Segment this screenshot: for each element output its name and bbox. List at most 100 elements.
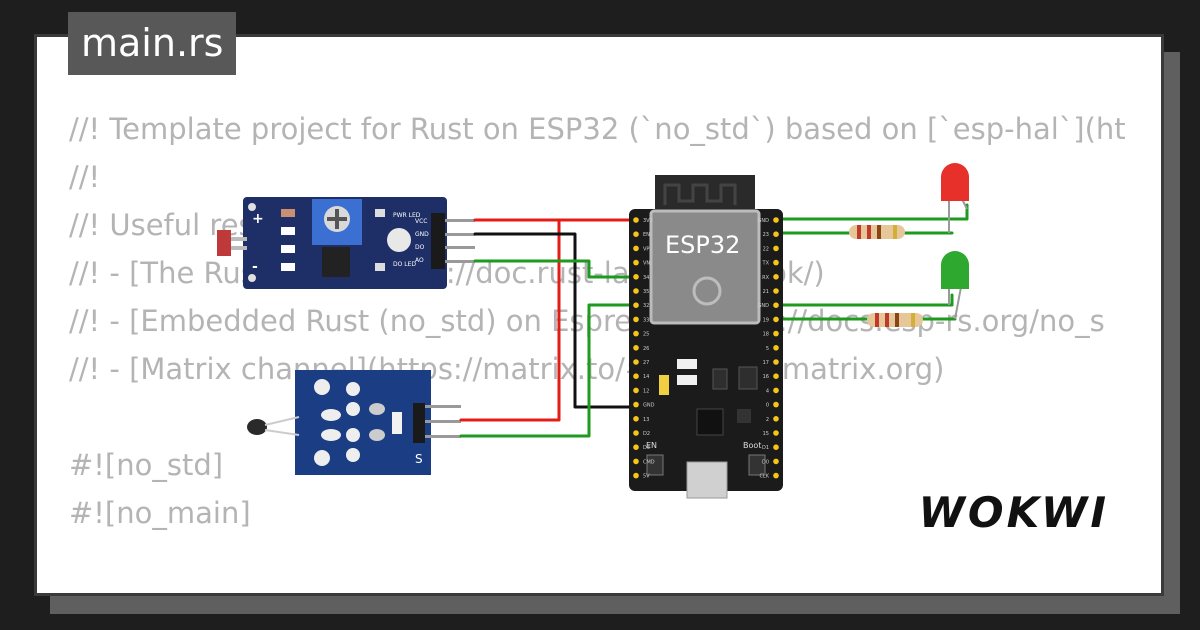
left-pin-label: VP	[643, 246, 649, 252]
usb-port	[686, 461, 728, 499]
right-pin-label: 23	[763, 232, 769, 238]
right-pin-dot[interactable]	[773, 231, 779, 237]
right-pin-label: GND	[758, 218, 770, 224]
left-pin-label: VN	[643, 261, 650, 267]
left-pin-dot[interactable]	[633, 259, 639, 266]
en-button[interactable]	[646, 454, 664, 476]
right-pin-dot[interactable]	[773, 330, 779, 337]
right-pin-dot[interactable]	[773, 245, 779, 252]
editor-card: //! Template project for Rust on ESP32 (…	[34, 34, 1164, 596]
left-pin-dot[interactable]	[633, 330, 639, 337]
right-pin-label: GND	[758, 303, 770, 309]
left-pin-dot[interactable]	[633, 288, 639, 294]
boot-button[interactable]	[748, 454, 766, 476]
left-pin-dot[interactable]	[633, 316, 639, 323]
right-pin-dot[interactable]	[773, 430, 779, 436]
code-line: //! - [Embedded Rust (no_std) on Espress…	[69, 304, 1105, 338]
left-pin-dot[interactable]	[633, 387, 639, 394]
wires	[459, 203, 969, 438]
left-pin-label: GND	[643, 403, 655, 409]
left-pin-header: 3V3ENVPVN343532332526271412GND13D2D3CMD5…	[633, 217, 655, 480]
right-pin-dot[interactable]	[773, 373, 779, 380]
wokwi-logo: WOKWI	[918, 488, 1109, 537]
code-line: //!	[69, 160, 101, 194]
left-pin-dot[interactable]	[633, 274, 639, 280]
left-pin-label: 32	[643, 303, 649, 309]
left-pin-dot[interactable]	[633, 458, 639, 465]
right-pin-label: 19	[763, 317, 769, 323]
resistor-1[interactable]	[849, 225, 905, 239]
right-pin-dot[interactable]	[773, 345, 779, 351]
left-pin-dot[interactable]	[633, 302, 639, 309]
left-pin-dot[interactable]	[633, 359, 639, 365]
left-pin-dot[interactable]	[633, 217, 639, 223]
left-pin-label: 25	[643, 332, 649, 338]
right-pin-label: D1	[762, 445, 769, 451]
left-pin-label: 3V3	[643, 218, 653, 224]
left-pin-dot[interactable]	[633, 231, 639, 237]
left-pin-dot[interactable]	[633, 444, 639, 451]
right-pin-dot[interactable]	[773, 401, 779, 408]
right-pin-dot[interactable]	[773, 217, 779, 223]
right-pin-label: 22	[763, 246, 769, 252]
left-pin-label: 13	[643, 417, 649, 423]
code-line: #![no_std]	[69, 448, 224, 482]
left-pin-dot[interactable]	[633, 245, 639, 252]
left-pin-label: 33	[643, 317, 649, 323]
left-pin-label: EN	[643, 232, 650, 238]
left-pin-dot[interactable]	[633, 472, 639, 479]
code-line: use esp_backtrace as _;	[69, 585, 1137, 593]
left-pin-dot[interactable]	[633, 416, 639, 422]
led-red[interactable]	[941, 163, 969, 233]
right-pin-label: 0	[766, 403, 769, 409]
s-pin-label: S	[415, 452, 423, 466]
left-pin-label: 35	[643, 289, 649, 295]
svg-text:-: -	[252, 259, 258, 275]
circuit-diagram: + - PWR LED DO LED VCC GND DO AO	[217, 163, 969, 499]
right-pin-dot[interactable]	[773, 472, 779, 479]
ldr-sensor-module[interactable]: + - PWR LED DO LED VCC GND DO AO	[217, 197, 475, 289]
right-pin-dot[interactable]	[773, 302, 779, 309]
left-pin-label: 26	[643, 346, 649, 352]
espressif-logo-icon	[692, 276, 722, 306]
left-pin-label: D2	[643, 431, 650, 437]
left-pin-dot[interactable]	[633, 345, 639, 351]
code-line: //! Template project for Rust on ESP32 (…	[69, 112, 1126, 146]
right-pin-label: TX	[762, 261, 770, 267]
left-pin-dot[interactable]	[633, 373, 639, 380]
left-pin-label: 34	[643, 275, 649, 281]
esp32-board[interactable]: ESP32 EN Boot 3V3ENVPVN34353233252627141…	[629, 175, 783, 499]
right-pin-dot[interactable]	[773, 274, 779, 280]
right-pin-label: 16	[763, 374, 769, 380]
left-pin-label: D3	[643, 445, 650, 451]
ldr-pin-do: DO	[415, 244, 425, 251]
left-pin-dot[interactable]	[633, 430, 639, 436]
right-pin-label: 2	[766, 417, 769, 423]
code-line: #![no_main]	[69, 496, 251, 530]
left-pin-label: 5V	[643, 474, 650, 480]
file-tab[interactable]: main.rs	[68, 12, 237, 75]
right-pin-label: CLK	[759, 474, 769, 480]
right-pin-dot[interactable]	[773, 387, 779, 394]
right-pin-dot[interactable]	[773, 444, 779, 451]
left-pin-label: CMD	[643, 459, 655, 465]
right-pin-dot[interactable]	[773, 288, 779, 294]
right-pin-label: 15	[763, 431, 769, 437]
right-pin-dot[interactable]	[773, 316, 779, 323]
right-pin-label: 17	[763, 360, 769, 366]
right-pin-label: 21	[763, 289, 769, 295]
thermistor-module[interactable]: S	[247, 370, 461, 475]
right-pin-dot[interactable]	[773, 416, 779, 422]
left-pin-label: 14	[643, 374, 649, 380]
right-pin-dot[interactable]	[773, 259, 779, 266]
right-pin-dot[interactable]	[773, 458, 779, 465]
pwr-led-label: PWR LED	[393, 212, 421, 219]
en-label: EN	[646, 441, 657, 450]
boot-label: Boot	[743, 441, 761, 450]
right-pin-dot[interactable]	[773, 359, 779, 365]
esp32-chip-label: ESP32	[665, 231, 740, 259]
do-led-label: DO LED	[393, 261, 416, 268]
resistor-2[interactable]	[867, 313, 923, 327]
led-green[interactable]	[941, 251, 969, 320]
left-pin-dot[interactable]	[633, 401, 639, 408]
